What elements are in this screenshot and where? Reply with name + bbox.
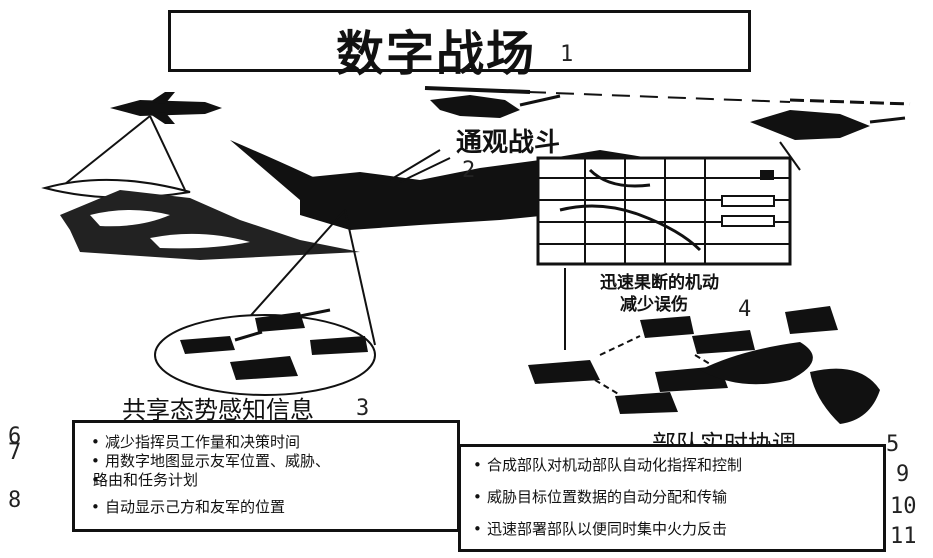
left-bullet-list: 减少指挥员工作量和决策时间 用数字地图显示友军位置、威胁、 路由和任务计划 自动… (91, 433, 447, 517)
list-item: 威胁目标位置数据的自动分配和传输 (473, 481, 873, 513)
ref-number-1: 1 (560, 42, 574, 67)
center-helicopter-icon (424, 86, 561, 118)
ref-number-11: 11 (890, 524, 917, 549)
left-terrain (41, 178, 360, 260)
left-info-panel: 减少指挥员工作量和决策时间 用数字地图显示友军位置、威胁、 路由和任务计划 自动… (72, 420, 460, 532)
ref-number-4: 4 (738, 297, 752, 322)
list-item: 合成部队对机动部队自动化指挥和控制 (473, 449, 873, 481)
ref-number-9: 9 (896, 462, 910, 487)
list-item: 迅速部署部队以便同时集中火力反击 (473, 513, 873, 545)
page-title: 数字战场 (336, 26, 537, 82)
list-item: 路由和任务计划 (91, 471, 447, 490)
label-maneuver-line2: 减少误伤 (620, 295, 688, 315)
digital-map-display (536, 156, 792, 266)
right-info-panel: 合成部队对机动部队自动化指挥和控制 威胁目标位置数据的自动分配和传输 迅速部署部… (458, 444, 886, 552)
uav-aircraft-icon (59, 92, 222, 191)
ref-number-10: 10 (890, 494, 917, 519)
list-item: 用数字地图显示友军位置、威胁、 (91, 452, 447, 471)
tank-cluster-coordination (528, 268, 880, 424)
ref-number-2: 2 (462, 158, 476, 183)
right-helicopter-icon (527, 91, 911, 171)
label-shared-awareness: 共享态势感知信息 (122, 396, 314, 424)
ref-number-3: 3 (356, 396, 370, 421)
label-battle-overview: 通观战斗 (456, 128, 561, 158)
ref-number-7: 7 (8, 440, 22, 465)
ref-number-5: 5 (886, 432, 900, 457)
list-item: 减少指挥员工作量和决策时间 (91, 433, 447, 452)
ref-number-8: 8 (8, 488, 22, 513)
tank-cluster-awareness (154, 308, 376, 396)
title-frame (168, 10, 751, 72)
right-bullet-list: 合成部队对机动部队自动化指挥和控制 威胁目标位置数据的自动分配和传输 迅速部署部… (473, 449, 873, 545)
label-maneuver-line1: 迅速果断的机动 (600, 273, 719, 293)
ref-number-6: 6 (8, 424, 22, 449)
list-item: 自动显示己方和友军的位置 (91, 498, 447, 517)
